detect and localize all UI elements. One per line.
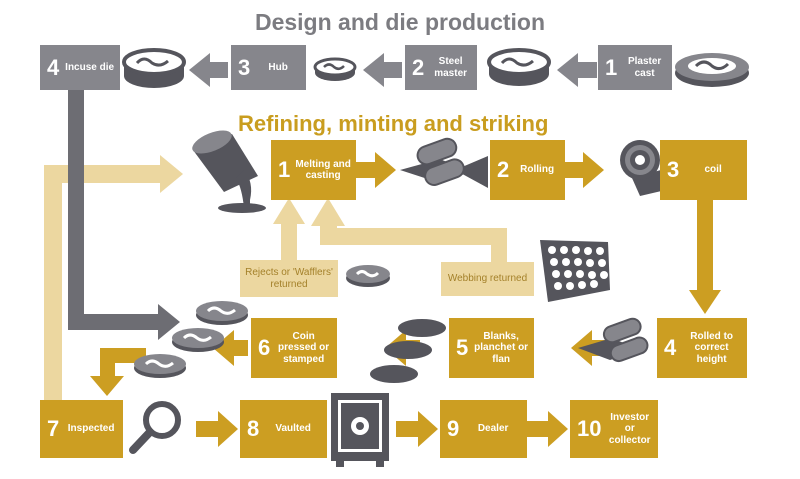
step-number: 3 [238,54,251,80]
step-label: Rolling [520,164,555,176]
webbing-returned-label: Webbing returned [447,273,528,285]
step-number: 2 [412,54,425,80]
rejects-returned-label: Rejects or 'Wafflers' returned [245,267,333,290]
step-label: Plaster cast [627,56,662,79]
step-number: 2 [497,157,510,182]
step-label: Investor or collector [608,411,651,446]
step-melting-casting: 1 Melting and casting [271,140,356,200]
magnifier-icon [129,401,181,454]
step-hub: 3 Hub [231,45,306,90]
step-label: Rolled to correct height [690,330,734,365]
step-label: Coin pressed or stamped [278,330,330,365]
step-inspected: 7 Inspected [40,400,123,458]
step-label: Blanks, planchet or flan [474,330,529,365]
safe-icon [331,393,389,467]
step-number: 8 [247,416,260,441]
design-section-title: Design and die production [254,9,546,35]
coins-icon [134,301,248,378]
rollers-small-icon [578,317,649,363]
step-number: 6 [258,335,271,360]
step-label: Inspected [67,423,115,435]
step-investor: 10 Investor or collector [570,400,658,458]
die-icon [122,48,186,88]
perforated-sheet-icon [540,240,610,302]
step-steel-master: 2 Steel master [405,45,477,90]
step-label: Vaulted [275,423,311,435]
step-coin-pressed: 6 Coin pressed or stamped [251,318,337,378]
refining-section-title: Refining, minting and striking [238,111,549,136]
step-label: Hub [268,61,288,73]
die-to-press-arrow [68,90,180,340]
step-label: Incuse die [65,61,115,73]
blanks-icon [370,319,446,383]
reject-coin-icon [346,265,390,287]
plaster-cast-icon [675,53,749,87]
step-number: 3 [667,157,680,182]
hub-icon [313,57,357,81]
step-dealer: 9 Dealer [440,400,527,458]
step-number: 5 [456,335,469,360]
step-label: Dealer [477,423,509,435]
webbing-return-arrow [311,198,507,264]
rejects-return-arrow [273,198,305,262]
crucible-icon [192,130,266,213]
webbing-returned-box: Webbing returned [441,262,534,296]
step-vaulted: 8 Vaulted [240,400,327,458]
step-number: 7 [47,416,60,441]
step-number: 1 [278,157,291,182]
step-number: 10 [577,416,602,441]
rejects-returned-box: Rejects or 'Wafflers' returned [240,260,338,297]
step-number: 4 [47,54,60,80]
step-label: Melting and casting [295,158,351,182]
rollers-icon [400,137,488,188]
design-arrows [189,53,597,87]
step-number: 1 [605,54,618,80]
step-label: coil [704,164,722,176]
steel-master-icon [487,48,551,86]
step-rolling: 2 Rolling [490,140,565,200]
step-coil: 3 coil [660,140,747,200]
step-rolled-to-height: 4 Rolled to correct height [657,318,747,378]
step-plaster-cast: 1 Plaster cast [598,45,672,90]
step-number: 4 [664,335,677,360]
step-label: Steel master [434,56,468,79]
step-blanks: 5 Blanks, planchet or flan [449,318,534,378]
step-incuse-die: 4 Incuse die [40,45,120,90]
step-number: 9 [447,416,460,441]
